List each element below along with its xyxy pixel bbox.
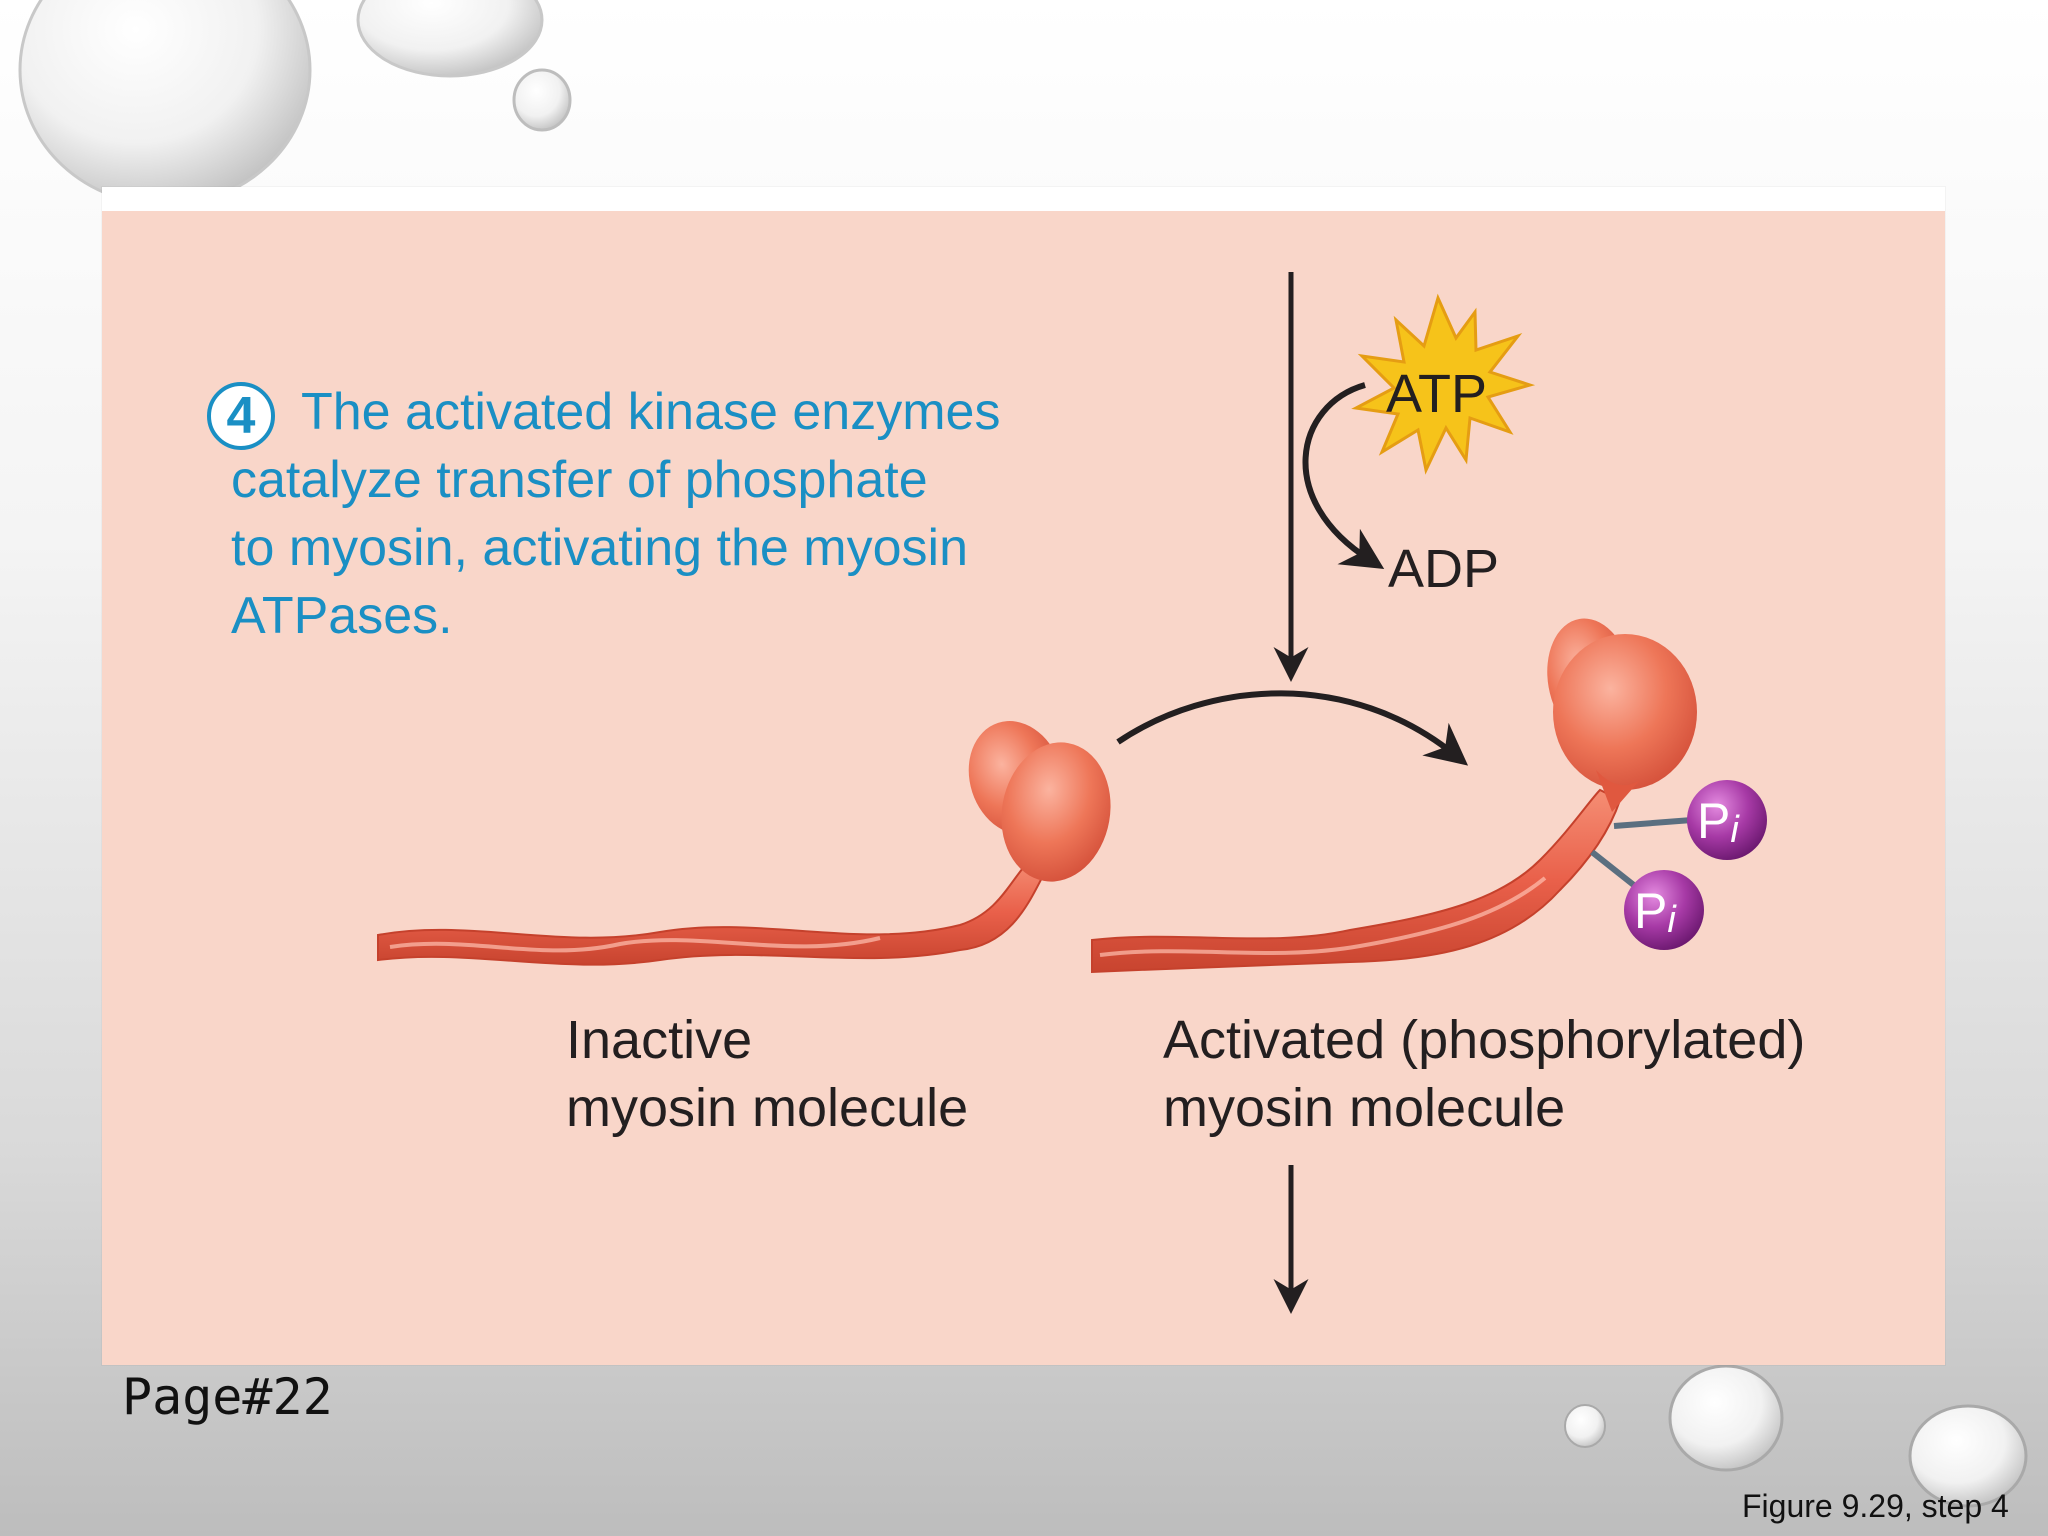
- panel-top-strip: [102, 187, 1945, 211]
- adp-label: ADP: [1388, 539, 1499, 599]
- inactive-label-line-1: Inactive: [566, 1010, 753, 1070]
- inactive-myosin-tail: [377, 858, 1047, 966]
- step-line-2: catalyze transfer of phosphate: [231, 451, 928, 509]
- inactive-myosin-head-front: [1001, 742, 1111, 882]
- activated-tail-twist: [1099, 876, 1547, 957]
- activation-arrow: [1116, 690, 1469, 766]
- phosphate-1-subscript: i: [1730, 809, 1740, 851]
- page-number: Page#22: [122, 1368, 333, 1426]
- activated-label-line-1: Activated (phosphorylated): [1163, 1010, 1806, 1070]
- droplet-bottom-small: [1564, 1404, 1606, 1448]
- activated-myosin-neck: [1596, 770, 1640, 812]
- phosphate-1-symbol: P: [1697, 793, 1730, 849]
- phosphate-link-1: [1613, 817, 1693, 829]
- step-line-1: The activated kinase enzymes: [301, 383, 1001, 441]
- atp-to-adp-arrow: [1302, 382, 1385, 569]
- phosphate-2-symbol: P: [1634, 883, 1667, 939]
- inactive-myosin-molecule: [377, 721, 1111, 966]
- activated-label: Activated (phosphorylated) myosin molecu…: [1163, 1006, 1805, 1142]
- phosphate-2-subscript: i: [1667, 899, 1677, 941]
- step-number-badge: 4: [207, 382, 275, 450]
- atp-label: ATP: [1386, 364, 1487, 424]
- phosphate-group-2: [1624, 870, 1704, 950]
- activated-label-line-2: myosin molecule: [1163, 1078, 1566, 1138]
- droplet-medium: [356, 0, 544, 78]
- inactive-tail-twist: [389, 936, 881, 953]
- phosphate-link-2: [1590, 849, 1642, 893]
- droplet-bottom-right: [1908, 1404, 2028, 1508]
- atp-starburst: [1351, 293, 1536, 475]
- step-line-4: ATPases.: [231, 587, 453, 645]
- phosphate-group-1: [1687, 780, 1767, 860]
- step-line-3: to myosin, activating the myosin: [231, 519, 968, 577]
- inactive-label-line-2: myosin molecule: [566, 1078, 969, 1138]
- inactive-label: Inactive myosin molecule: [566, 1006, 968, 1142]
- phosphate-1-label: Pi: [1697, 793, 1740, 851]
- figure-caption: Figure 9.29, step 4: [1742, 1488, 2009, 1524]
- step-text: The activated kinase enzymes catalyze tr…: [231, 378, 1131, 650]
- droplet-bottom-medium: [1668, 1364, 1784, 1472]
- activated-myosin-head-front: [1553, 634, 1697, 790]
- phosphate-2-label: Pi: [1634, 883, 1677, 941]
- droplet-small: [512, 68, 572, 132]
- activated-myosin-molecule: Pi Pi: [1091, 618, 1767, 974]
